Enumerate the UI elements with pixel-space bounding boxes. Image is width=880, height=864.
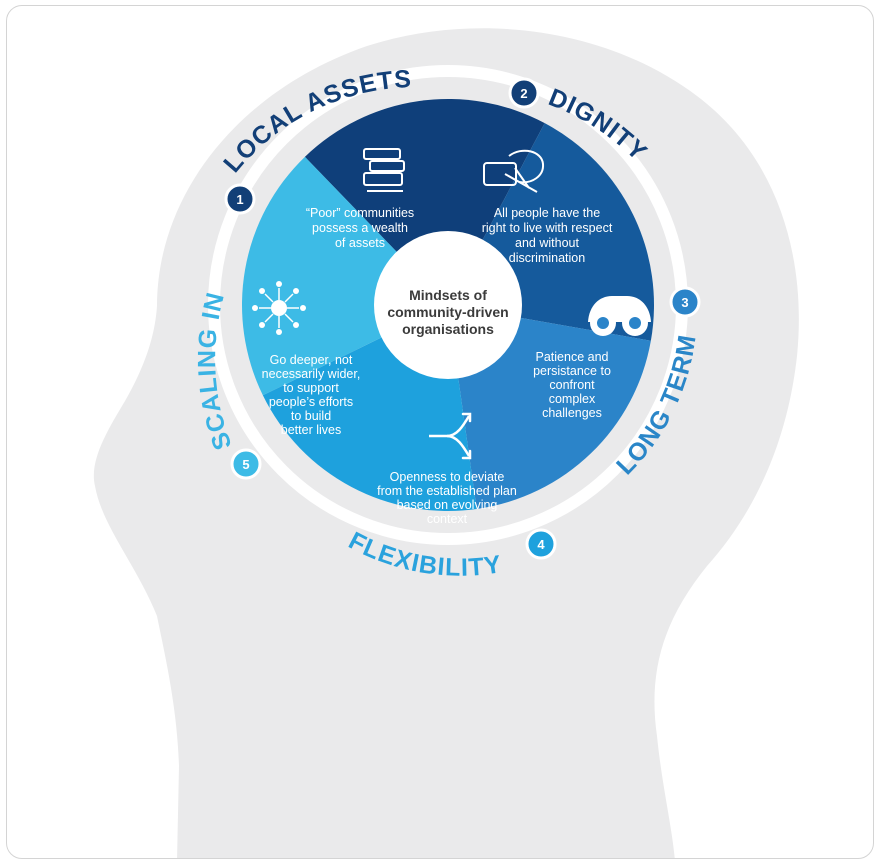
- segment-2-line-3: and without: [515, 236, 579, 250]
- segment-4-line-1: Openness to deviate: [390, 470, 505, 484]
- number-badge-2: 2: [508, 77, 540, 109]
- segment-5-line-4: people’s efforts: [269, 395, 353, 409]
- center-line-2: community-driven: [387, 304, 508, 320]
- segment-4-line-2: from the established plan: [377, 484, 517, 498]
- segment-2-line-4: discrimination: [509, 251, 585, 265]
- svg-text:2: 2: [520, 86, 527, 101]
- segment-4-line-3: based on evolving: [397, 498, 498, 512]
- segment-5-line-6: better lives: [281, 423, 341, 437]
- segment-2-text: All people have the right to live with r…: [482, 206, 613, 265]
- segment-3-line-2: persistance to: [533, 364, 611, 378]
- books-icon: [363, 148, 405, 192]
- segment-5: [242, 156, 448, 396]
- segment-5-line-5: to build: [291, 409, 331, 423]
- segment-3-line-4: complex: [549, 392, 596, 406]
- branching-arrow-icon: [429, 412, 472, 460]
- mindsets-diagram: Mindsets of community-driven organisatio…: [93, 28, 799, 858]
- svg-text:1: 1: [236, 192, 243, 207]
- segment-1-line-2: possess a wealth: [312, 221, 408, 235]
- center-circle: [374, 231, 522, 379]
- binoculars-icon: [588, 296, 651, 336]
- segment-1-line-3: of assets: [335, 236, 385, 250]
- center-line-1: Mindsets of: [409, 287, 487, 303]
- segment-3-text: Patience and persistance to confront com…: [533, 350, 611, 420]
- segment-4-line-4: context: [427, 512, 468, 526]
- segment-5-line-2: necessarily wider,: [262, 367, 361, 381]
- segment-3-line-5: challenges: [542, 406, 602, 420]
- segment-3-line-1: Patience and: [536, 350, 609, 364]
- segment-2-line-2: right to live with respect: [482, 221, 613, 235]
- network-node-icon: [252, 281, 306, 335]
- number-badge-1: 1: [224, 183, 256, 215]
- segment-2-line-1: All people have the: [494, 206, 600, 220]
- segment-3-line-3: confront: [549, 378, 595, 392]
- segments-group: [242, 99, 654, 511]
- svg-text:5: 5: [242, 457, 249, 472]
- segment-1-line-1: “Poor” communities: [306, 206, 414, 220]
- number-badge-5: 5: [230, 448, 262, 480]
- svg-text:3: 3: [681, 295, 688, 310]
- segment-5-line-1: Go deeper, not: [270, 353, 353, 367]
- number-badge-3: 3: [669, 286, 701, 318]
- segment-1-text: “Poor” communities possess a wealth of a…: [306, 206, 414, 250]
- speech-bubbles-icon: [483, 149, 545, 193]
- segment-5-text: Go deeper, not necessarily wider, to sup…: [262, 353, 361, 437]
- center-line-3: organisations: [402, 321, 494, 337]
- diagram-frame: Mindsets of community-driven organisatio…: [6, 5, 874, 859]
- svg-text:4: 4: [537, 537, 545, 552]
- segment-5-line-3: to support: [283, 381, 339, 395]
- segment-4-text: Openness to deviate from the established…: [377, 470, 517, 526]
- number-badge-4: 4: [525, 528, 557, 560]
